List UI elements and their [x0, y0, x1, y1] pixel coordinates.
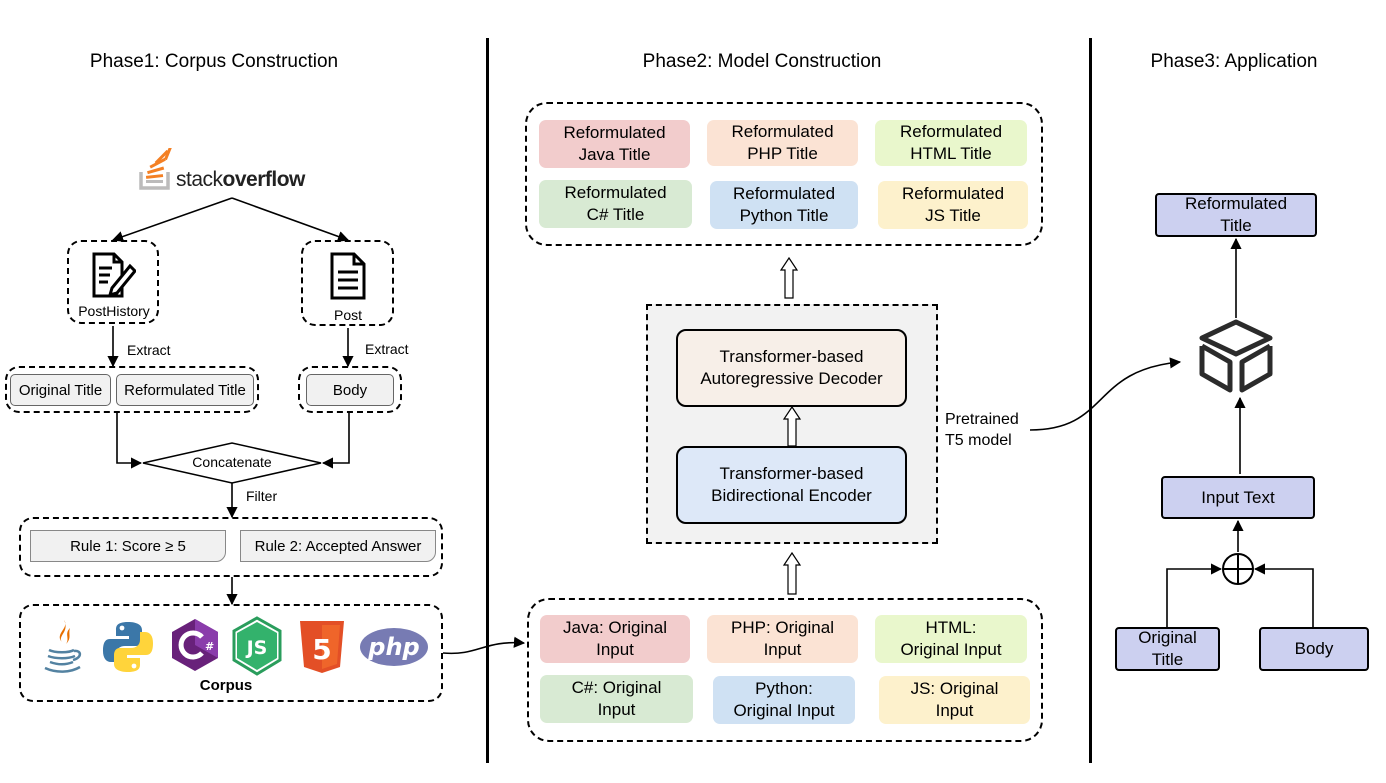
- decoder-box: Transformer-based Autoregressive Decoder: [676, 329, 907, 407]
- hollow-arrow-middle: [782, 405, 802, 447]
- svg-text:JS: JS: [245, 637, 268, 659]
- input-html: HTML: Original Input: [875, 615, 1027, 663]
- hollow-arrow-bottom: [782, 551, 802, 595]
- input-java: Java: Original Input: [540, 615, 690, 663]
- document-icon: [330, 252, 366, 300]
- corpus-label: Corpus: [199, 677, 253, 694]
- input-php: PHP: Original Input: [707, 615, 858, 663]
- nodejs-icon: JS: [232, 616, 282, 676]
- svg-text:php: php: [367, 633, 419, 661]
- output-php: Reformulated PHP Title: [707, 120, 858, 166]
- phase2-title: Phase2: Model Construction: [642, 51, 882, 72]
- output-csharp: Reformulated C# Title: [539, 180, 692, 228]
- python-icon: [103, 622, 153, 672]
- concatenate-diamond: [142, 442, 322, 484]
- rule1-box: Rule 1: Score ≥ 5: [30, 530, 226, 562]
- reformulated-title-pill: Reformulated Title: [116, 374, 254, 406]
- svg-text:#: #: [205, 640, 214, 653]
- concatenate-label: Concatenate: [192, 454, 272, 470]
- original-title-pill: Original Title: [10, 374, 111, 406]
- posthistory-label: PostHistory: [78, 303, 150, 319]
- csharp-icon: #: [172, 619, 218, 671]
- input-csharp: C#: Original Input: [540, 675, 693, 723]
- body-pill: Body: [306, 374, 394, 406]
- logo-text-light: stack: [176, 168, 223, 191]
- separator-right: [1089, 38, 1092, 763]
- html5-icon: 5: [300, 621, 344, 673]
- phase1-title: Phase1: Corpus Construction: [89, 51, 339, 72]
- svg-text:5: 5: [312, 633, 331, 666]
- stackoverflow-logo: stackoverflow: [138, 148, 318, 194]
- output-java: Reformulated Java Title: [539, 120, 690, 168]
- extract-left-label: Extract: [127, 342, 171, 358]
- phase3-title: Phase3: Application: [1150, 51, 1318, 72]
- titles-group: [5, 366, 259, 413]
- edit-document-icon: [92, 252, 136, 298]
- php-icon: php: [360, 628, 428, 666]
- concat-plus-icon: [1222, 553, 1254, 585]
- logo-text-bold: overflow: [222, 168, 306, 191]
- filter-label: Filter: [246, 488, 278, 504]
- input-python: Python: Original Input: [713, 676, 855, 724]
- post-label: Post: [333, 307, 362, 323]
- separator-left: [486, 38, 489, 763]
- phase3-reformulated-title: Reformulated Title: [1155, 193, 1317, 237]
- output-html: Reformulated HTML Title: [875, 120, 1027, 166]
- phase3-input-text: Input Text: [1161, 476, 1315, 519]
- hollow-arrow-top: [779, 256, 799, 299]
- encoder-box: Transformer-based Bidirectional Encoder: [676, 446, 907, 524]
- outputs-group: [525, 102, 1043, 246]
- cube-model-icon: [1199, 319, 1273, 393]
- phase3-body: Body: [1259, 627, 1369, 671]
- input-js: JS: Original Input: [879, 676, 1030, 724]
- extract-right-label: Extract: [365, 341, 409, 357]
- pretrained-label: Pretrained T5 model: [945, 411, 1019, 449]
- phase3-original-title: Original Title: [1115, 627, 1220, 671]
- rule2-box: Rule 2: Accepted Answer: [240, 530, 436, 562]
- stackoverflow-icon: [139, 148, 174, 190]
- output-python: Reformulated Python Title: [710, 181, 858, 229]
- inputs-group: [527, 598, 1043, 742]
- output-js: Reformulated JS Title: [878, 181, 1028, 229]
- java-icon: [44, 620, 82, 673]
